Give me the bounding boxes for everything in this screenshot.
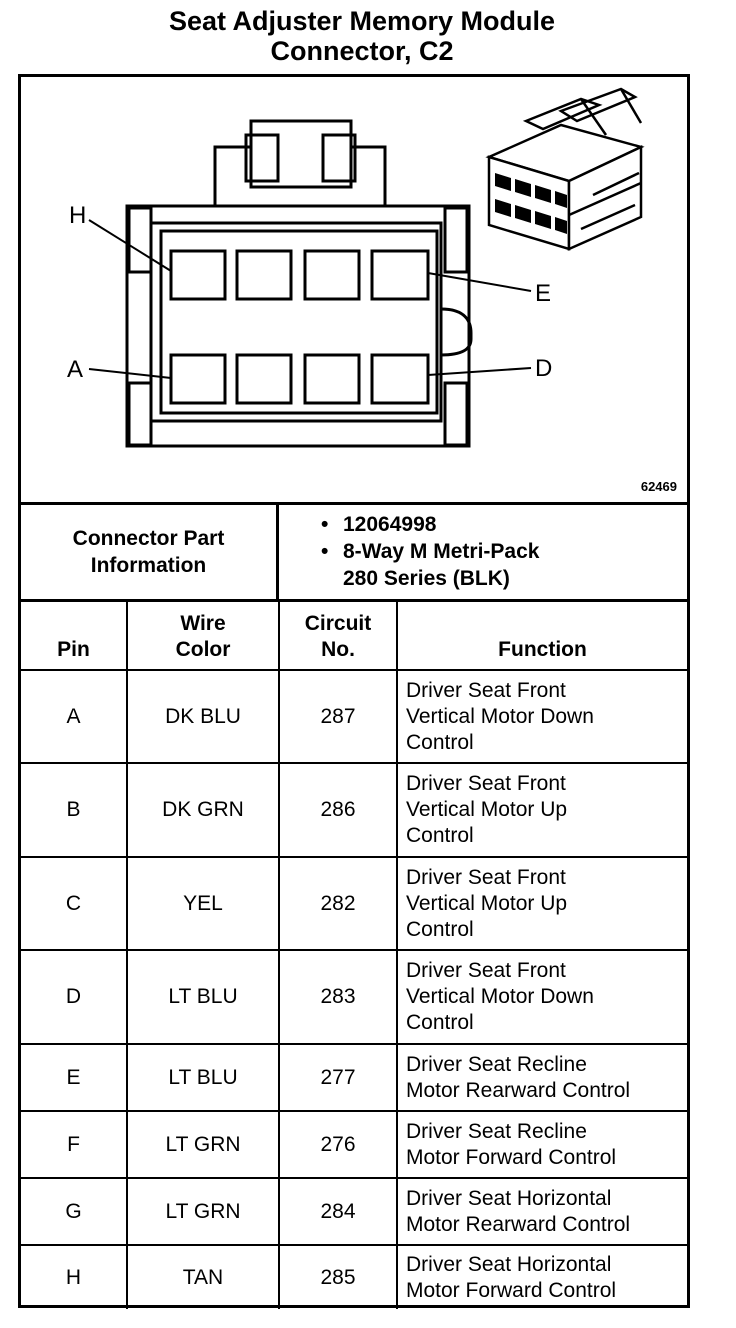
pin-cell: E bbox=[21, 1043, 128, 1112]
wire-color-cell: TAN bbox=[126, 1244, 280, 1309]
circuit-cell: 277 bbox=[278, 1043, 398, 1112]
pin-cell: H bbox=[21, 1244, 128, 1309]
part-number-item: • 12064998 bbox=[321, 511, 539, 538]
wire-color-cell: LT BLU bbox=[126, 949, 280, 1045]
connector-inner-body bbox=[149, 221, 443, 423]
wire-color-cell: DK GRN bbox=[126, 762, 280, 858]
corner-right-bottom bbox=[443, 381, 469, 447]
circuit-cell: 283 bbox=[278, 949, 398, 1045]
pin-cell: C bbox=[21, 856, 128, 951]
pin-cell: G bbox=[21, 1177, 128, 1246]
connector-part-label-line-1: Connector Part bbox=[72, 527, 225, 550]
latch-tab-right bbox=[321, 133, 357, 183]
part-description-line-1: 8-Way M Metri-Pack bbox=[343, 540, 540, 563]
wire-color-cell: YEL bbox=[126, 856, 280, 951]
connector-part-label-line-2: Information bbox=[90, 554, 207, 577]
cavity-b bbox=[235, 353, 293, 405]
corner-left-top bbox=[127, 206, 153, 274]
pin-cell: B bbox=[21, 762, 128, 858]
circuit-cell: 287 bbox=[278, 669, 398, 764]
circuit-cell: 282 bbox=[278, 856, 398, 951]
part-description-item: • 8-Way M Metri-Pack 280 Series (BLK) bbox=[321, 538, 539, 592]
cavity-frame bbox=[159, 229, 439, 415]
wire-color-cell: LT BLU bbox=[126, 1043, 280, 1112]
pin-table: Pin Wire Color Circuit No. Function A DK… bbox=[21, 602, 687, 1309]
connector-drawing: H E A D bbox=[67, 87, 645, 448]
leader-e bbox=[427, 272, 532, 292]
latch-tab-left bbox=[244, 133, 280, 183]
connector-3d-view bbox=[485, 87, 645, 251]
table-header-row: Pin Wire Color Circuit No. Function bbox=[21, 602, 687, 671]
leader-h bbox=[88, 219, 172, 272]
pin-label-h: H bbox=[69, 202, 86, 229]
wire-color-cell: LT GRN bbox=[126, 1177, 280, 1246]
pin-label-a: A bbox=[67, 356, 83, 383]
bullet: • bbox=[321, 513, 329, 536]
header-pin: Pin bbox=[21, 602, 128, 671]
cavity-e bbox=[370, 249, 430, 301]
cavity-g bbox=[235, 249, 293, 301]
circuit-cell: 276 bbox=[278, 1110, 398, 1179]
pin-label-d: D bbox=[535, 355, 552, 382]
cavity-h bbox=[169, 249, 227, 301]
leader-a bbox=[88, 368, 172, 379]
key-notch bbox=[440, 307, 473, 357]
cavity-c bbox=[303, 353, 361, 405]
page-title: Seat Adjuster Memory Module Connector, C… bbox=[0, 6, 724, 66]
latch-inner bbox=[249, 119, 353, 189]
wire-color-cell: DK BLU bbox=[126, 669, 280, 764]
pin-cell: F bbox=[21, 1110, 128, 1179]
title-line-1: Seat Adjuster Memory Module bbox=[168, 6, 556, 36]
leader-d bbox=[427, 367, 532, 376]
header-wire-color: Wire Color bbox=[126, 602, 280, 671]
connector-part-info: Connector Part Information • 12064998 • … bbox=[21, 502, 687, 602]
title-line-2: Connector, C2 bbox=[270, 36, 454, 66]
circuit-cell: 284 bbox=[278, 1177, 398, 1246]
circuit-cell: 285 bbox=[278, 1244, 398, 1309]
cavity-a bbox=[169, 353, 227, 405]
part-number: 12064998 bbox=[343, 513, 437, 536]
header-circuit-no: Circuit No. bbox=[278, 602, 398, 671]
cavity-f bbox=[303, 249, 361, 301]
part-description-line-2: 280 Series (BLK) bbox=[343, 567, 510, 590]
connector-diagram: H E A D bbox=[21, 77, 687, 502]
pin-label-e: E bbox=[535, 280, 551, 307]
cavity-d bbox=[370, 353, 430, 405]
connector-part-label: Connector Part Information bbox=[21, 505, 279, 599]
corner-left-bottom bbox=[127, 381, 153, 447]
circuit-cell: 286 bbox=[278, 762, 398, 858]
corner-right-top bbox=[443, 206, 469, 274]
connector-part-details: • 12064998 • 8-Way M Metri-Pack 280 Seri… bbox=[321, 511, 539, 592]
header-function: Function bbox=[396, 602, 687, 671]
pin-cell: A bbox=[21, 669, 128, 764]
pin-cell: D bbox=[21, 949, 128, 1045]
wire-color-cell: LT GRN bbox=[126, 1110, 280, 1179]
connector-body bbox=[125, 204, 471, 448]
bullet: • bbox=[321, 540, 329, 563]
figure-number: 62469 bbox=[640, 479, 677, 494]
